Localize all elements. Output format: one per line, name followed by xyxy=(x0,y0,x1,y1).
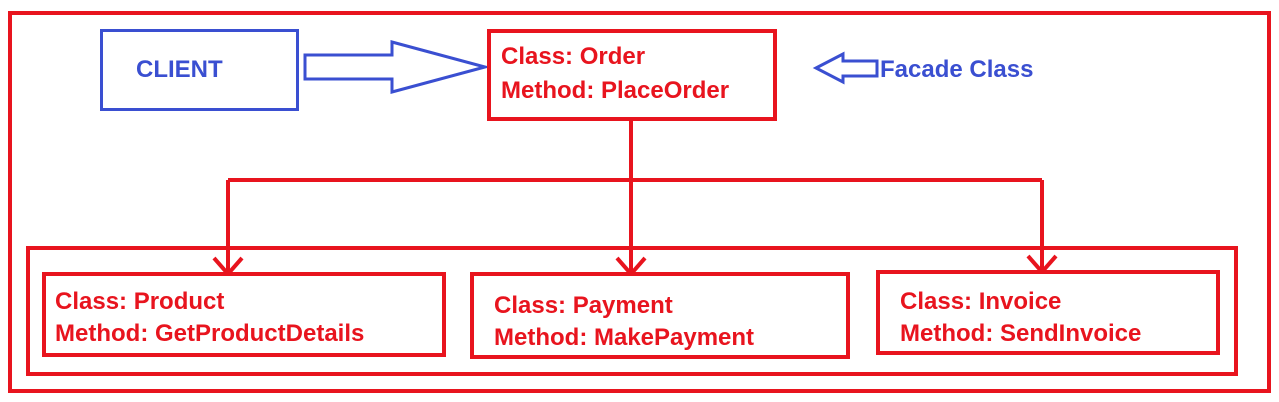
payment-method-name: Method: MakePayment xyxy=(494,324,755,351)
facade-pointer-arrow xyxy=(812,51,879,85)
product-class-name: Class: Product xyxy=(55,288,225,315)
subsystem-box-invoice: Class: Invoice Method: SendInvoice xyxy=(876,270,1220,355)
facade-class-box: Class: Order Method: PlaceOrder xyxy=(487,29,777,121)
facade-method-name: Method: PlaceOrder xyxy=(501,77,730,104)
outer-frame xyxy=(8,11,1271,393)
client-box: CLIENT xyxy=(100,29,299,111)
facade-annotation: Facade Class xyxy=(880,56,1034,83)
client-to-facade-arrow xyxy=(303,40,491,94)
product-method-name: Method: GetProductDetails xyxy=(55,320,365,347)
client-label: CLIENT xyxy=(136,56,223,83)
payment-class-name: Class: Payment xyxy=(494,292,673,319)
invoice-class-name: Class: Invoice xyxy=(900,288,1062,315)
subsystem-box-payment: Class: Payment Method: MakePayment xyxy=(470,272,850,359)
subsystem-box-product: Class: Product Method: GetProductDetails xyxy=(42,272,446,357)
invoice-method-name: Method: SendInvoice xyxy=(900,320,1142,347)
facade-class-name: Class: Order xyxy=(501,43,646,70)
